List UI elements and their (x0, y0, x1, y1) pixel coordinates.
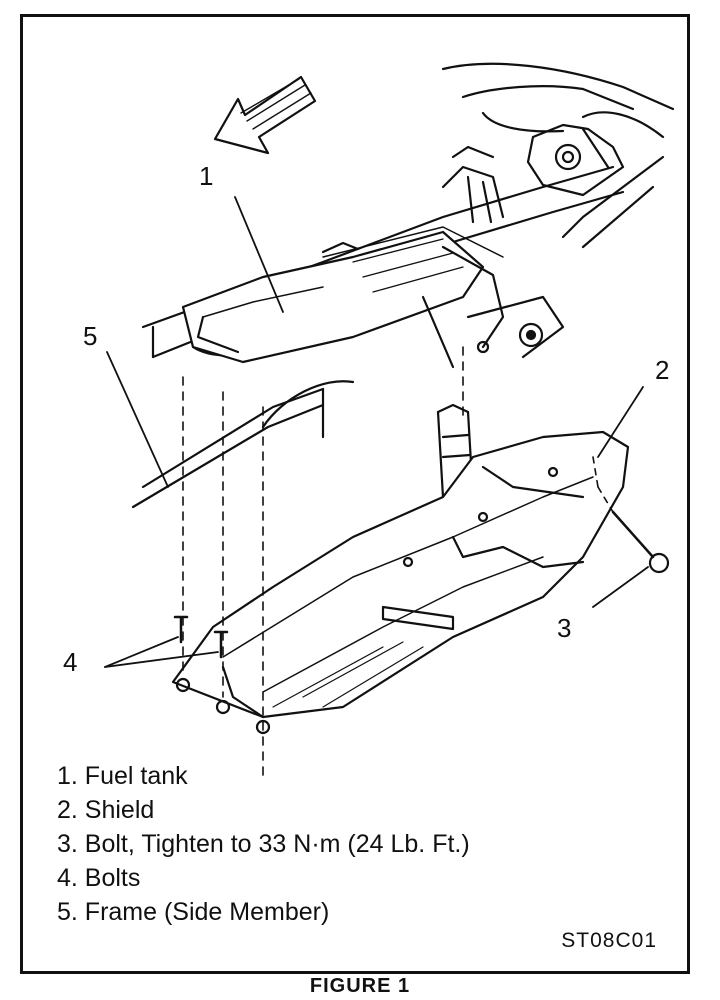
callout-2: 2 (655, 355, 670, 385)
parts-legend: 1. Fuel tank 2. Shield 3. Bolt, Tighten … (57, 759, 470, 929)
figure-code: ST08C01 (561, 929, 657, 952)
legend-item-bolt: 3. Bolt, Tighten to 33 N·m (24 Lb. Ft.) (57, 830, 470, 858)
bolts-4 (173, 346, 464, 777)
figure-caption: FIGURE 1 (309, 975, 411, 997)
figure-frame: 1 5 2 3 4 1. Fuel tank 2. Shield 3. Bolt… (20, 14, 690, 974)
callout-5: 5 (83, 321, 98, 351)
fuel-tank (181, 226, 565, 369)
fuel-tank-shield-illustration (104, 62, 675, 777)
forward-arrow-icon (213, 75, 317, 155)
shield (171, 430, 630, 735)
legend-item-bolts: 4. Bolts (57, 864, 141, 892)
callout-1: 1 (199, 161, 214, 191)
legend-item-fuel-tank: 1. Fuel tank (57, 762, 188, 790)
callout-4: 4 (63, 647, 78, 677)
upper-body-outline (441, 62, 675, 111)
callout-leaders (104, 196, 649, 668)
legend-item-shield: 2. Shield (57, 796, 155, 824)
callout-3: 3 (557, 613, 572, 643)
legend-item-frame: 5. Frame (Side Member) (57, 898, 330, 926)
rear-bracket (526, 123, 625, 197)
bolt-3 (592, 456, 670, 574)
